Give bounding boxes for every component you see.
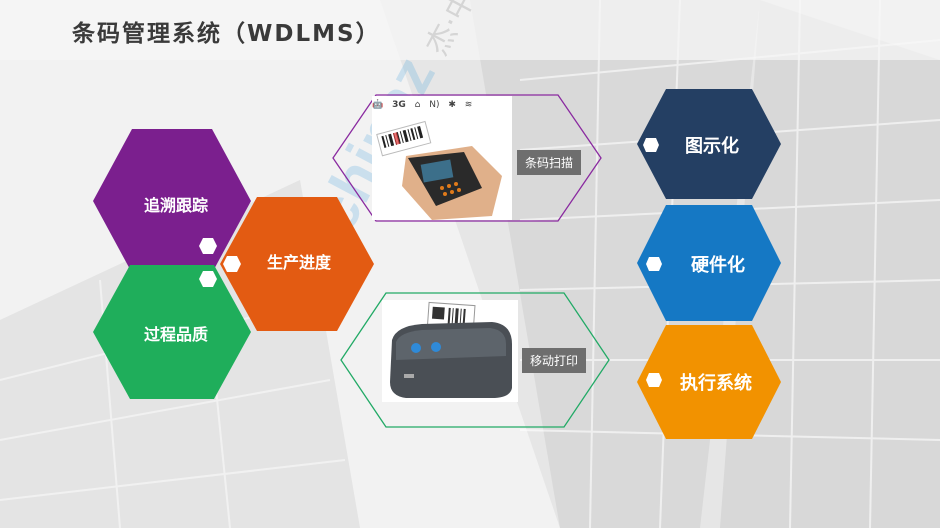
caption-barcode-scan: 条码扫描 [517,150,582,175]
hex-visualization[interactable] [636,88,782,200]
status-icons-row: 🤖 3G ⌂ N) ✱ ≋ [372,100,472,110]
hex-node-icon [223,256,241,272]
hex-hardware[interactable] [636,204,782,322]
hex-traceability[interactable] [92,128,252,274]
nfc-icon: N) [429,100,440,110]
wifi-icon: ≋ [464,100,473,110]
mobile-printer-image [382,300,518,402]
hex-quality[interactable] [92,264,252,400]
bluetooth-icon: ✱ [448,100,456,110]
card-barcode-scan-frame [332,94,602,222]
hex-node-icon [199,271,217,287]
hex-label-execution-system: 执行系统 [680,373,752,394]
hex-node-icon [643,138,659,152]
card-mobile-print-frame [340,292,610,428]
page-title: 条码管理系统（WDLMS） [72,21,381,47]
3g-icon: 3G [392,100,406,110]
caption-mobile-print: 移动打印 [522,348,587,373]
hex-label-traceability: 追溯跟踪 [143,196,209,215]
hex-label-visualization: 图示化 [685,136,739,157]
printer-illustration [390,301,512,398]
android-icon: 🤖 [372,100,384,110]
hex-production-progress[interactable] [219,196,375,332]
hex-label-hardware: 硬件化 [691,255,745,276]
hex-label-quality: 过程品质 [143,325,209,344]
hex-execution-system[interactable] [636,324,782,440]
barcode-scan-image: 🤖 3G ⌂ N) ✱ ≋ [372,96,512,220]
hex-node-icon [199,238,217,254]
hex-label-production-progress: 生产进度 [266,253,332,272]
wifi-router-icon: ⌂ [414,100,421,110]
hex-node-icon [646,257,662,271]
scanner-illustration [376,120,502,220]
hex-node-icon [646,373,662,387]
